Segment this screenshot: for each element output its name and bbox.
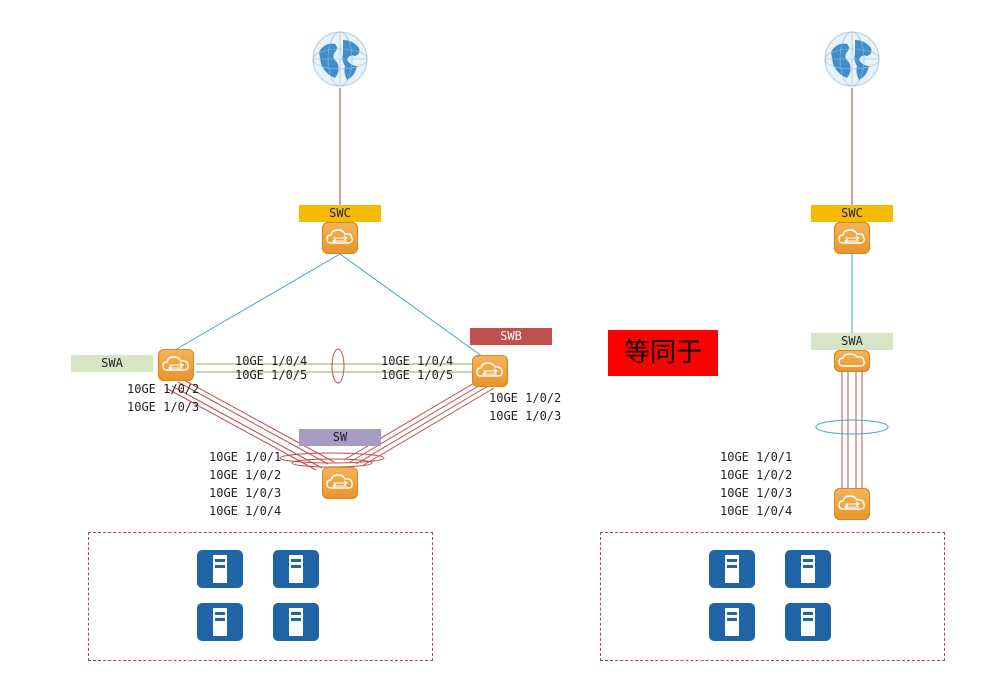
server-icon (785, 550, 831, 588)
swa-port-label: 10GE 1/0/3 (127, 400, 200, 414)
server-area-right (600, 532, 945, 661)
sw-port-label-right: 10GE 1/0/4 (720, 504, 793, 518)
switch-icon (834, 222, 870, 254)
agg-bundle-ring-right (815, 419, 889, 435)
swa-label-left: SWA (71, 355, 153, 372)
agg-link-swb-4 (343, 381, 477, 461)
swc-label-right: SWC (811, 205, 893, 222)
uplink-swc-swb (339, 253, 491, 363)
agg-bundle-ring-left (279, 452, 385, 464)
swa-label-right: SWA (811, 333, 893, 350)
sw-port-label: 10GE 1/0/4 (209, 504, 282, 518)
switch-icon (158, 349, 194, 381)
swa-port-label: 10GE 1/0/5 (235, 368, 308, 382)
server-icon (709, 603, 755, 641)
sw-port-label-right: 10GE 1/0/2 (720, 468, 793, 482)
agg-link-swb-1 (349, 383, 483, 463)
swc-label-left: SWC (299, 205, 381, 222)
sw-port-label-right: 10GE 1/0/3 (720, 486, 793, 500)
swb-port-label: 10GE 1/0/2 (489, 391, 562, 405)
sw-label: SW (299, 429, 381, 446)
sw-port-label: 10GE 1/0/3 (209, 486, 282, 500)
server-icon (273, 550, 319, 588)
equivalent-label: 等同于 (608, 330, 718, 376)
server-icon (785, 603, 831, 641)
globe-icon (824, 31, 880, 87)
sw-port-label-right: 10GE 1/0/1 (720, 450, 793, 464)
server-icon (197, 603, 243, 641)
irf-link-bundle-ring (331, 348, 345, 384)
switch-icon (472, 355, 508, 387)
server-icon (709, 550, 755, 588)
swb-port-label: 10GE 1/0/5 (381, 368, 454, 382)
server-icon (197, 550, 243, 588)
swb-label: SWB (470, 328, 552, 345)
sw-port-label: 10GE 1/0/1 (209, 450, 282, 464)
swb-port-label: 10GE 1/0/4 (381, 354, 454, 368)
server-icon (273, 603, 319, 641)
switch-icon (322, 222, 358, 254)
globe-icon (312, 31, 368, 87)
swa-port-label: 10GE 1/0/2 (127, 382, 200, 396)
swa-port-label: 10GE 1/0/4 (235, 354, 308, 368)
server-area-left (88, 532, 433, 661)
agg-link-swa-4 (165, 387, 317, 471)
agg-link-swb-3 (361, 387, 495, 467)
agg-link-swa-3 (183, 379, 335, 463)
agg-link-swa-1 (177, 381, 329, 465)
agg-link-swb-2 (355, 385, 489, 465)
switch-icon (834, 488, 870, 520)
switch-icon (834, 350, 870, 372)
swb-port-label: 10GE 1/0/3 (489, 409, 562, 423)
switch-icon (322, 467, 358, 499)
uplink-swc-swa (174, 253, 341, 351)
sw-port-label: 10GE 1/0/2 (209, 468, 282, 482)
